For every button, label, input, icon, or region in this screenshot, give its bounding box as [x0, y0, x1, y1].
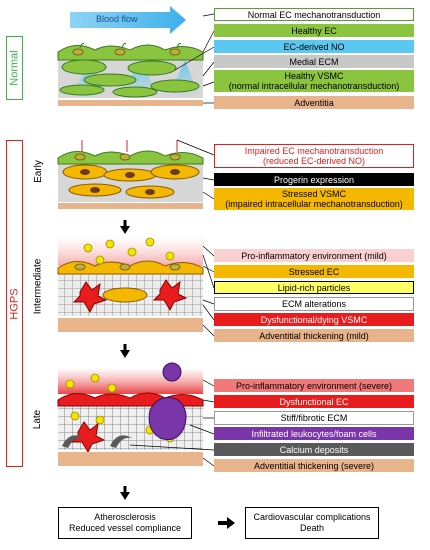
normal-label-1: Healthy EC [214, 24, 414, 37]
outcome-arrow [218, 517, 235, 529]
label-text: Healthy VSMC [284, 71, 344, 81]
label-text: Stiff/fibrotic ECM [280, 413, 348, 423]
normal-label-5: Adventitia [214, 96, 414, 109]
label-text: Lipid-rich particles [277, 282, 351, 293]
late-label-0: Pro-inflammatory environment (severe) [214, 379, 414, 392]
intermediate-label-3: ECM alterations [214, 297, 414, 311]
normal-panel [57, 6, 204, 106]
label-text: Pro-inflammatory environment (severe) [235, 380, 393, 391]
label-subtext: (reduced EC-derived NO) [262, 156, 366, 166]
label-text: Adventitia [294, 97, 334, 108]
label-text: Progerin expression [273, 174, 355, 185]
early-label-0: Impaired EC mechanotransduction(reduced … [214, 144, 414, 168]
label-text: ECM alterations [281, 299, 347, 309]
label-text: Stressed EC [288, 266, 340, 277]
label-text: Pro-inflammatory environment (mild) [241, 250, 387, 261]
intermediate-label-0: Pro-inflammatory environment (mild) [214, 249, 414, 262]
early-panel [57, 140, 204, 234]
normal-label-3: Medial ECM [214, 55, 414, 68]
label-text: Medial ECM [289, 56, 339, 67]
early-stage-label: Early [32, 159, 44, 183]
intermediate-stage-label: Intermediate [32, 258, 44, 314]
early-label-2: Stressed VSMC(impaired intracellular mec… [214, 188, 414, 210]
intermediate-label-2: Lipid-rich particles [214, 281, 414, 294]
late-panel [57, 362, 204, 500]
label-text: Dysfunctional EC [279, 396, 349, 407]
normal-label-2: EC-derived NO [214, 40, 414, 53]
normal-side-label: Normal [6, 36, 23, 100]
label-text: Adventitial thickening (mild) [259, 330, 369, 341]
label-text: Healthy EC [291, 25, 337, 36]
early-label-1: Progerin expression [214, 173, 414, 186]
blood-flow-label: Blood flow [96, 14, 138, 24]
late-label-5: Adventitial thickening (severe) [214, 459, 414, 472]
normal-label-0: Normal EC mechanotransduction [214, 8, 414, 21]
connector-lines [129, 13, 215, 467]
intermediate-label-4: Dysfunctional/dying VSMC [214, 313, 414, 326]
intermediate-panel [57, 236, 204, 358]
label-text: Calcium deposits [279, 444, 349, 455]
label-text: Infiltrated leukocytes/foam cells [251, 428, 377, 439]
late-label-2: Stiff/fibrotic ECM [214, 411, 414, 425]
label-subtext: (normal intracellular mechanotransductio… [228, 81, 400, 91]
normal-label-4: Healthy VSMC(normal intracellular mechan… [214, 70, 414, 92]
label-text: EC-derived NO [283, 41, 345, 52]
label-subtext: (impaired intracellular mechanotransduct… [225, 199, 403, 209]
label-text: Dysfunctional/dying VSMC [260, 314, 368, 325]
label-text: Stressed VSMC [281, 189, 347, 199]
late-stage-label: Late [32, 409, 44, 429]
late-label-4: Calcium deposits [214, 443, 414, 456]
label-text: Normal EC mechanotransduction [247, 9, 381, 20]
late-label-1: Dysfunctional EC [214, 395, 414, 408]
outcome-cardiovascular: Cardiovascular complications Death [245, 507, 379, 539]
late-label-3: Infiltrated leukocytes/foam cells [214, 427, 414, 440]
outcome-atherosclerosis: Atherosclerosis Reduced vessel complianc… [58, 507, 192, 539]
label-text: Adventitial thickening (severe) [253, 460, 375, 471]
label-text: Impaired EC mechanotransduction [244, 146, 384, 156]
intermediate-label-5: Adventitial thickening (mild) [214, 329, 414, 342]
hgps-side-label: HGPS [6, 140, 23, 467]
intermediate-label-1: Stressed EC [214, 265, 414, 278]
